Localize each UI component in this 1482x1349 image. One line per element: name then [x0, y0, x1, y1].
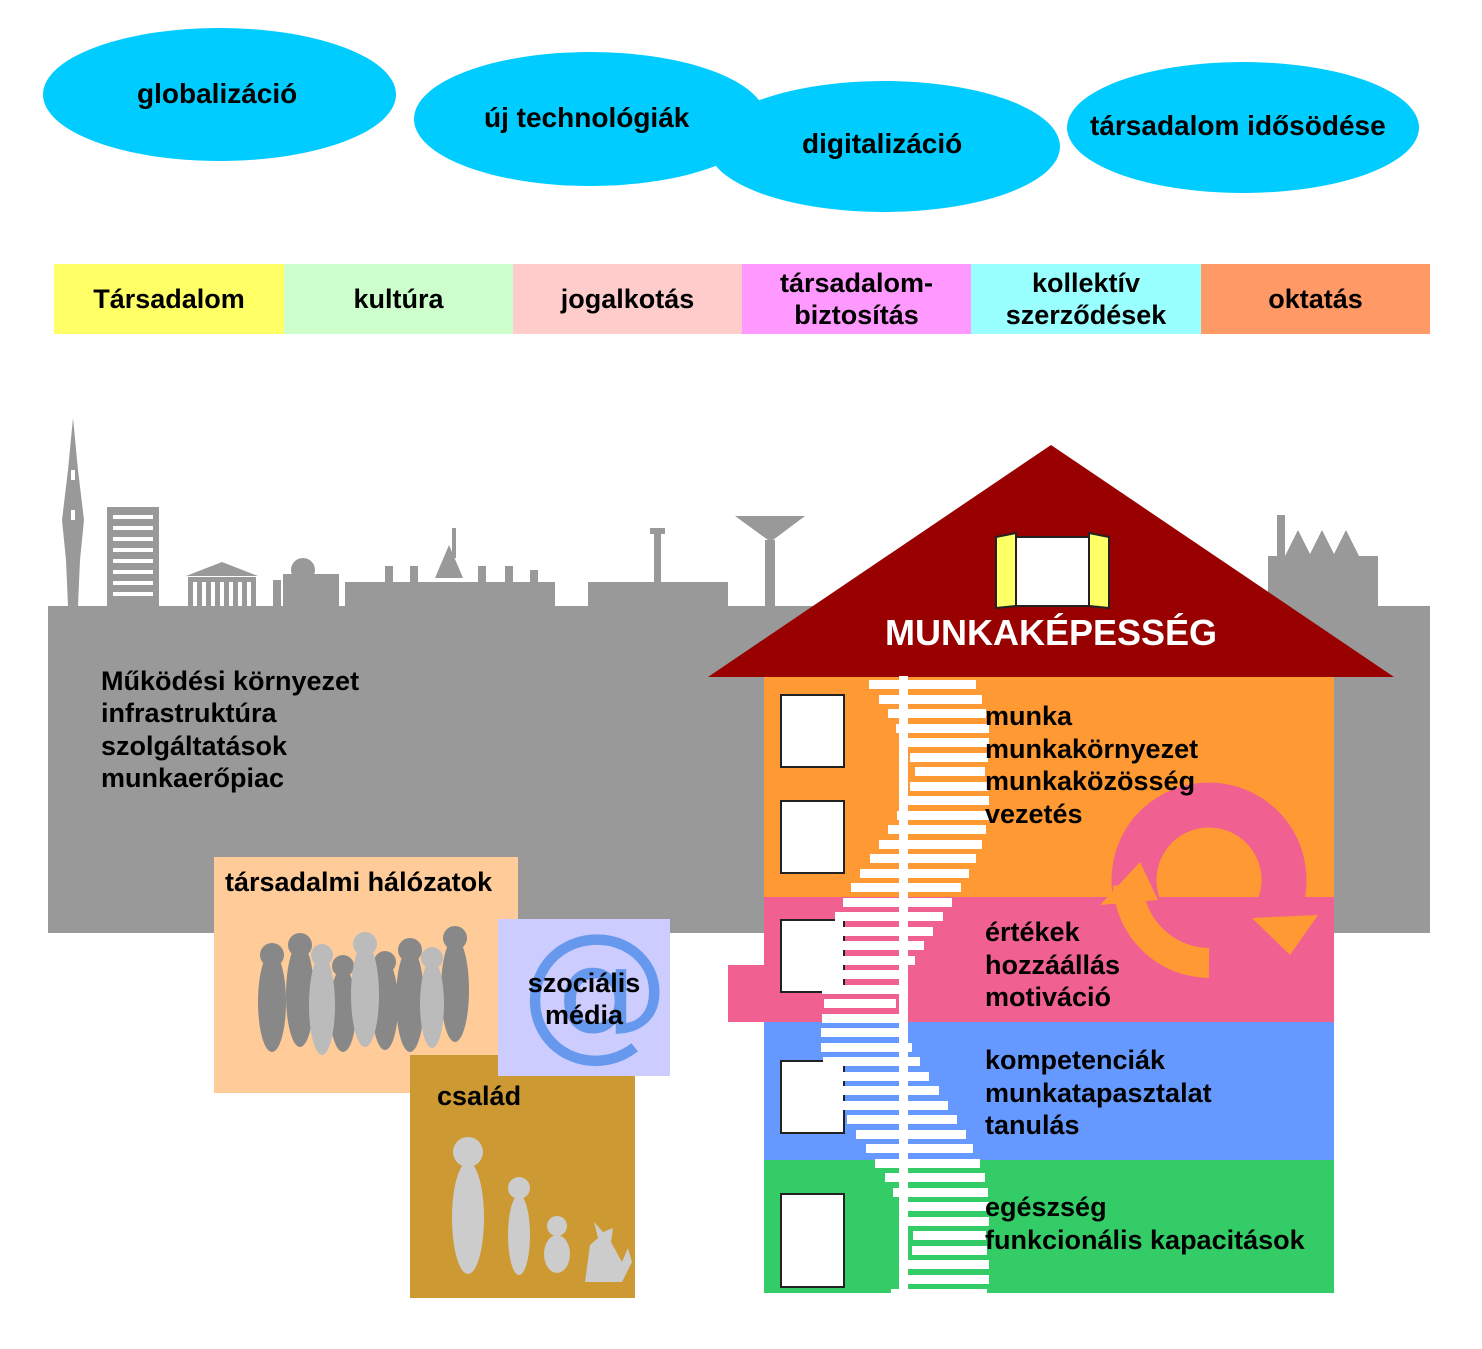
band-label: társadalom- biztosítás — [779, 268, 934, 330]
stair-step — [821, 984, 901, 994]
band-label: Társadalom — [93, 284, 245, 314]
stair-step — [823, 1057, 921, 1066]
environment-line: szolgáltatások — [101, 731, 288, 761]
stair-step — [860, 868, 970, 878]
band-cell-social-insurance: társadalom- biztosítás — [742, 264, 971, 334]
floor-work-text: munka munkakörnyezet munkaközösség vezet… — [985, 701, 1199, 829]
stair-step — [820, 970, 908, 979]
stair-step — [832, 1086, 939, 1095]
environment-line: munkaerőpiac — [101, 763, 285, 793]
stair-step — [879, 839, 983, 849]
cycle-arrow-left-arc — [1113, 883, 1210, 978]
environment-line: Működési környezet — [101, 666, 360, 696]
floor-work — [764, 677, 1334, 897]
floor-competences-text: kompetenciák munkatapasztalat tanulás — [985, 1045, 1212, 1140]
stair-step — [869, 680, 976, 689]
stair-step — [829, 926, 934, 936]
stair-step — [913, 1231, 987, 1240]
stair-step — [903, 738, 990, 747]
stair-step — [896, 810, 989, 820]
trend-bubble-globalization — [43, 28, 396, 161]
band-label: kultúra — [353, 284, 444, 314]
trend-bubble-ageing-society — [1067, 62, 1419, 193]
stair-step — [821, 1042, 912, 1052]
stair-step — [884, 1173, 985, 1182]
house-title: MUNKAKÉPESSÉG — [885, 612, 1218, 653]
floor-values-text: értékek hozzáállás motiváció — [985, 917, 1121, 1012]
window — [780, 1193, 845, 1288]
trend-label-ageing-society: társadalom idősödése — [1090, 110, 1386, 141]
band-label: jogalkotás — [560, 284, 695, 314]
stair-step — [839, 1100, 949, 1110]
stair-step — [891, 1289, 988, 1298]
stair-step — [824, 941, 924, 950]
stair-step — [878, 694, 982, 704]
at-sign-icon: @ — [520, 902, 670, 1076]
trend-label-digitalization: digitalizáció — [802, 128, 963, 159]
social-networks-label: társadalmi hálózatok — [225, 867, 493, 897]
stair-step — [912, 1245, 988, 1255]
stair-step — [875, 1158, 980, 1168]
social-media-label: szociális média — [527, 968, 641, 1030]
floor-values-balcony — [728, 965, 768, 1022]
band-cell-legislation: jogalkotás — [513, 264, 742, 334]
window — [780, 694, 845, 768]
stair-spine — [899, 676, 908, 1291]
stair-step — [910, 752, 989, 762]
stair-step — [914, 767, 986, 776]
family-label: család — [437, 1081, 522, 1111]
stair-step — [906, 1260, 989, 1269]
stair-step — [827, 1071, 930, 1081]
band-cell-collective-agreements: kollektív szerződések — [971, 264, 1201, 334]
stair-step — [904, 796, 990, 805]
stair-step — [865, 1144, 974, 1153]
stair-step — [899, 1274, 990, 1284]
band-label: oktatás — [1268, 284, 1363, 314]
band-label: kollektív szerződések — [1005, 268, 1167, 330]
stair-step — [893, 1187, 988, 1197]
stair-step — [896, 723, 989, 733]
stair-step — [901, 1202, 990, 1211]
stair-step — [856, 1129, 966, 1139]
stair-step — [888, 825, 987, 834]
stair-step — [869, 854, 977, 863]
trend-label-globalization: globalizáció — [137, 78, 298, 109]
stair-step — [887, 709, 986, 718]
trend-bubble-digitalization — [708, 81, 1060, 212]
stair-step — [835, 912, 943, 921]
stair-step — [822, 1013, 899, 1023]
stair-step — [824, 999, 896, 1008]
stair-step — [821, 955, 916, 965]
trend-label-new-technologies: új technológiák — [484, 102, 690, 133]
band-cell-society: Társadalom — [54, 264, 284, 334]
stair-step — [910, 781, 988, 791]
floor-health-text: egészség funkcionális kapacitások — [985, 1192, 1305, 1255]
stair-step — [908, 1216, 989, 1226]
social-media-box: @ szociális média — [498, 909, 670, 1076]
stair-step — [820, 1028, 905, 1037]
band-cell-education: oktatás — [1201, 264, 1430, 334]
window — [780, 800, 845, 874]
trend-bubble-new-technologies — [414, 52, 766, 186]
environment-line: infrastruktúra — [101, 698, 277, 728]
band-cell-culture: kultúra — [284, 264, 513, 334]
cycle-arrow-right — [1252, 915, 1318, 955]
stair-step — [842, 897, 953, 907]
floor-health — [764, 1160, 1334, 1293]
